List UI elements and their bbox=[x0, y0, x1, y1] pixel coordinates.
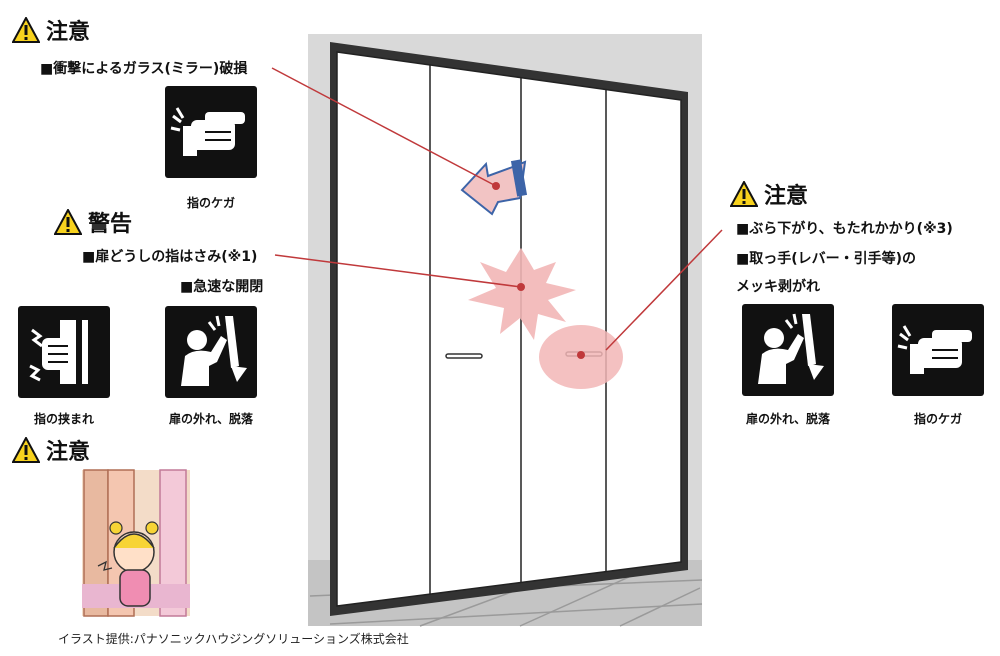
door-fall-icon bbox=[758, 313, 824, 384]
door-handle-left bbox=[445, 353, 483, 359]
door-fall-caption-left: 扉の外れ、脱落 bbox=[168, 412, 254, 426]
finger-pinch-caption: 指の挟まれ bbox=[33, 412, 94, 426]
impact-burst bbox=[468, 248, 576, 340]
warning-triangle-icon bbox=[54, 209, 82, 235]
handle-plating-item: ■取っ手(レバー・引手等)の bbox=[736, 251, 917, 267]
finger-injury-icon bbox=[897, 325, 972, 374]
hanging-leaning-item: ■ぶら下がり、もたれかかり(※3) bbox=[736, 221, 953, 237]
caution-heading-text: 注意 bbox=[46, 440, 91, 465]
caution-heading-right: 注意 bbox=[730, 178, 808, 210]
child-finger-pinch-illustration bbox=[82, 469, 190, 617]
plating-peeling-item: メッキ剥がれ bbox=[736, 279, 820, 295]
illustration-credit: イラスト提供:パナソニックハウジングソリューションズ株式会社 bbox=[58, 632, 409, 646]
door-fall-pictogram-left bbox=[165, 306, 257, 398]
caution-heading-top-left: 注意 bbox=[12, 14, 90, 46]
warning-heading-text: 警告 bbox=[88, 212, 133, 237]
leader-dots bbox=[492, 182, 585, 359]
door-fall-pictogram-right bbox=[742, 304, 834, 396]
caution-heading-bottom-left: 注意 bbox=[12, 434, 90, 466]
door-finger-pinch-item: ■扉どうしの指はさみ(※1) bbox=[82, 249, 258, 265]
rapid-open-close-item: ■急速な開閉 bbox=[180, 279, 264, 295]
finger-pinch-icon bbox=[29, 320, 88, 384]
caution-heading-text: 注意 bbox=[764, 184, 809, 209]
finger-pinch-pictogram bbox=[18, 306, 110, 398]
warning-heading: 警告 bbox=[54, 206, 132, 238]
glass-breakage-item: ■衝撃によるガラス(ミラー)破損 bbox=[40, 61, 248, 77]
finger-injury-pictogram bbox=[165, 86, 257, 178]
caution-heading-text: 注意 bbox=[46, 20, 91, 45]
door-body bbox=[336, 51, 682, 607]
leader-lines bbox=[271, 67, 723, 351]
door-fall-caption-right: 扉の外れ、脱落 bbox=[745, 412, 831, 426]
finger-injury-pictogram-right bbox=[892, 304, 984, 396]
finger-injury-icon bbox=[170, 107, 245, 156]
warning-triangle-icon bbox=[12, 17, 40, 43]
warning-triangle-icon bbox=[730, 181, 758, 207]
finger-injury-caption-right: 指のケガ bbox=[913, 412, 962, 426]
warning-triangle-icon bbox=[12, 437, 40, 463]
door-fall-icon bbox=[181, 315, 247, 386]
finger-injury-caption: 指のケガ bbox=[186, 196, 235, 210]
